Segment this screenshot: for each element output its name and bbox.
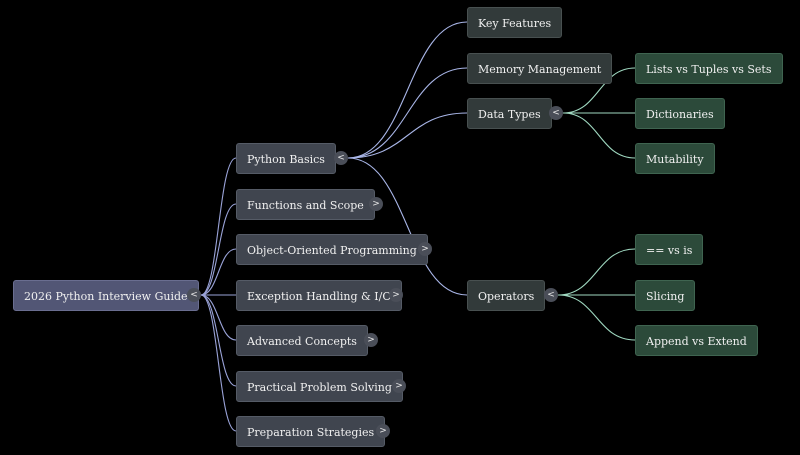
- root-collapse-toggle[interactable]: <: [187, 288, 201, 302]
- object-oriented-programming-expand-toggle[interactable]: >: [418, 242, 432, 256]
- branch-label: Preparation Strategies: [247, 426, 375, 439]
- operators-collapse-toggle[interactable]: <: [544, 288, 558, 302]
- sub-node-label: Data Types: [478, 108, 541, 121]
- connector-basics-to-sub-3: [347, 157, 468, 296]
- preparation-strategies-expand-toggle[interactable]: >: [376, 424, 390, 438]
- sub-node-label: Operators: [478, 290, 535, 303]
- connector-operators-to-leaf-0: [557, 248, 636, 296]
- connector-root-to-branch-6: [200, 294, 237, 432]
- branch-node-practical-problem-solving[interactable]: Practical Problem Solving: [236, 371, 403, 402]
- leaf-node-equality-vs-identity[interactable]: == vs is: [635, 234, 704, 265]
- sub-node-key-features[interactable]: Key Features: [467, 7, 563, 38]
- leaf-node-label: Append vs Extend: [646, 335, 747, 348]
- leaf-node-label: == vs is: [646, 244, 693, 257]
- branch-label: Advanced Concepts: [247, 335, 357, 348]
- sub-node-memory-management[interactable]: Memory Management: [467, 53, 613, 84]
- sub-node-label: Key Features: [478, 17, 552, 30]
- connector-root-to-branch-0: [200, 157, 237, 296]
- sub-node-data-types[interactable]: Data Types: [467, 98, 552, 129]
- connector-datatypes-to-leaf-2: [562, 112, 636, 159]
- connector-basics-to-sub-0: [347, 21, 468, 159]
- branch-node-object-oriented-programming[interactable]: Object-Oriented Programming: [236, 234, 428, 265]
- connector-root-to-branch-1: [200, 203, 237, 296]
- branch-node-preparation-strategies[interactable]: Preparation Strategies: [236, 416, 386, 447]
- leaf-node-label: Slicing: [646, 290, 685, 303]
- branch-label: Exception Handling & I/O: [247, 290, 392, 303]
- sub-node-operators[interactable]: Operators: [467, 280, 546, 311]
- connector-root-to-branch-2: [200, 248, 237, 296]
- leaf-node-append-vs-extend[interactable]: Append vs Extend: [635, 325, 758, 356]
- data-types-collapse-toggle[interactable]: <: [549, 106, 563, 120]
- branch-label: Practical Problem Solving: [247, 381, 392, 394]
- python-basics-collapse-toggle[interactable]: <: [334, 151, 348, 165]
- leaf-node-label: Mutability: [646, 153, 704, 166]
- branch-label: Python Basics: [247, 153, 325, 166]
- leaf-node-lists-vs-tuples-vs-sets[interactable]: Lists vs Tuples vs Sets: [635, 53, 783, 84]
- connector-basics-to-sub-2: [347, 112, 468, 159]
- connector-root-to-branch-4: [200, 294, 237, 341]
- branch-node-exception-handling[interactable]: Exception Handling & I/O: [236, 280, 403, 311]
- connector-root-to-branch-5: [200, 294, 237, 387]
- connector-basics-to-sub-1: [347, 67, 468, 159]
- exception-handling-expand-toggle[interactable]: >: [389, 288, 403, 302]
- leaf-node-mutability[interactable]: Mutability: [635, 143, 715, 174]
- functions-and-scope-expand-toggle[interactable]: >: [369, 197, 383, 211]
- branch-node-advanced-concepts[interactable]: Advanced Concepts: [236, 325, 368, 356]
- connector-operators-to-leaf-2: [557, 294, 636, 341]
- connector-datatypes-to-leaf-0: [562, 67, 636, 114]
- sub-node-label: Memory Management: [478, 63, 602, 76]
- branch-label: Object-Oriented Programming: [247, 244, 417, 257]
- branch-label: Functions and Scope: [247, 199, 364, 212]
- practical-problem-solving-expand-toggle[interactable]: >: [392, 379, 406, 393]
- leaf-node-dictionaries[interactable]: Dictionaries: [635, 98, 725, 129]
- leaf-node-slicing[interactable]: Slicing: [635, 280, 696, 311]
- branch-node-python-basics[interactable]: Python Basics: [236, 143, 336, 174]
- leaf-node-label: Dictionaries: [646, 108, 714, 121]
- advanced-concepts-expand-toggle[interactable]: >: [364, 333, 378, 347]
- branch-node-functions-and-scope[interactable]: Functions and Scope: [236, 189, 375, 220]
- root-node-label: 2026 Python Interview Guide: [24, 290, 188, 303]
- leaf-node-label: Lists vs Tuples vs Sets: [646, 63, 772, 76]
- root-node[interactable]: 2026 Python Interview Guide: [13, 280, 199, 311]
